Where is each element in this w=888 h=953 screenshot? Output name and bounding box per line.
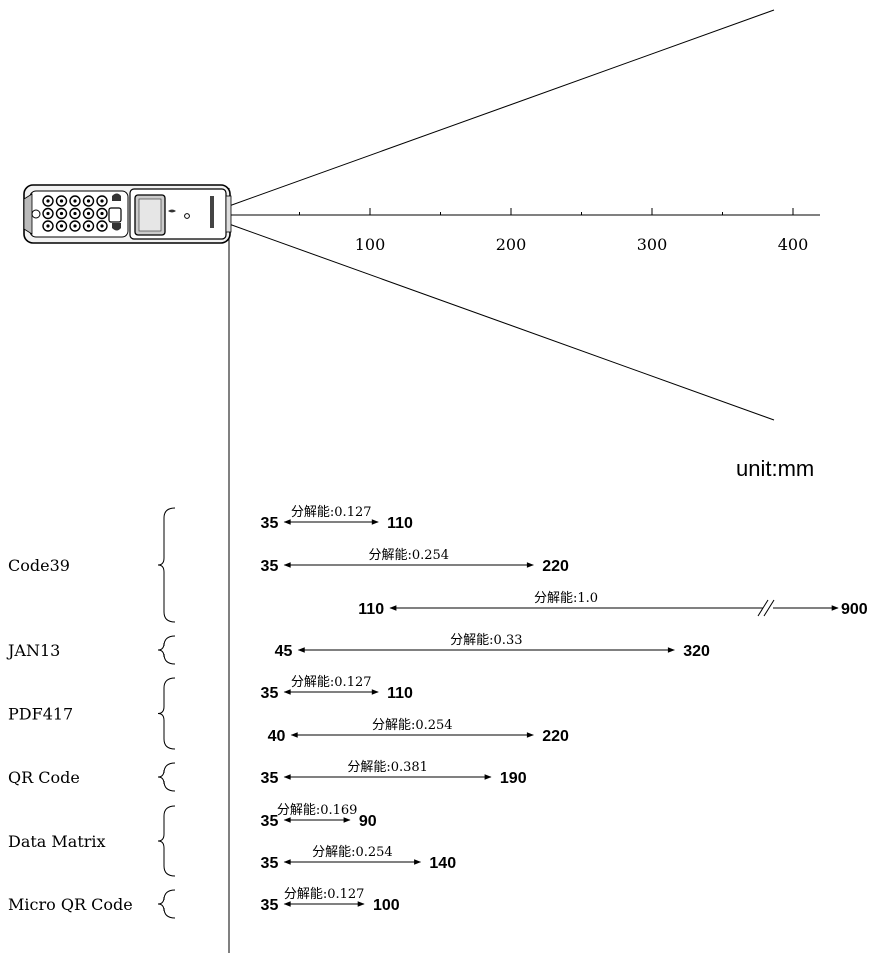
range-min-label: 45: [275, 643, 293, 660]
symbology-name: JAN13: [6, 641, 60, 660]
resolution-label: 分解能:0.254: [312, 845, 393, 860]
symbology-group: QR Code 35 190 分解能:0.381: [8, 760, 527, 792]
range-row: 45 320 分解能:0.33: [275, 633, 710, 660]
resolution-label: 分解能:1.0: [534, 591, 598, 606]
axis-tick-label: 100: [355, 235, 386, 254]
range-row: 110 900 分解能:1.0: [358, 591, 868, 618]
symbology-group: PDF417 35 110 分解能:0.127 40 220 分解能:0.254: [8, 675, 569, 750]
resolution-label: 分解能:0.254: [372, 718, 453, 733]
resolution-label: 分解能:0.169: [277, 803, 358, 818]
group-bracket: [157, 805, 176, 877]
scan-cone: [228, 9, 775, 421]
range-max-label: 900: [841, 601, 868, 618]
range-row: 35 110 分解能:0.127: [261, 505, 413, 532]
range-max-label: 220: [542, 558, 569, 575]
resolution-label: 分解能:0.127: [284, 887, 365, 902]
axis-tick-label: 300: [637, 235, 668, 254]
resolution-label: 分解能:0.381: [347, 760, 428, 775]
scanner-terminal-icon: [23, 184, 232, 244]
group-bracket: [157, 762, 176, 792]
range-min-label: 35: [261, 855, 279, 872]
symbology-group: JAN13 45 320 分解能:0.33: [6, 633, 710, 665]
range-min-label: 35: [261, 897, 279, 914]
axis-break-mark: [763, 599, 775, 617]
symbology-name: Data Matrix: [8, 832, 106, 851]
range-row: 35 110 分解能:0.127: [261, 675, 413, 702]
range-min-label: 35: [261, 558, 279, 575]
axis-tick-label: 200: [496, 235, 527, 254]
symbology-group: Micro QR Code 35 100 分解能:0.127: [8, 887, 400, 919]
range-min-label: 35: [261, 685, 279, 702]
unit-label: unit:mm: [736, 456, 814, 481]
range-max-label: 190: [500, 770, 527, 787]
range-min-label: 110: [358, 601, 384, 618]
resolution-label: 分解能:0.127: [291, 675, 372, 690]
range-max-label: 110: [387, 515, 413, 532]
resolution-label: 分解能:0.254: [368, 548, 449, 563]
group-bracket: [157, 677, 176, 750]
cone-lower-edge: [228, 223, 775, 421]
group-bracket: [157, 635, 176, 665]
axis-break-mark: [757, 599, 769, 617]
axis-tick-label: 400: [778, 235, 809, 254]
distance-axis: 100 200 300 400: [229, 208, 820, 254]
range-min-label: 40: [268, 728, 286, 745]
symbology-ranges: Code39 35 110 分解能:0.127 35 220 分解能:0.254 110 900…: [6, 505, 868, 919]
range-row: 40 220 分解能:0.254: [268, 718, 569, 745]
group-bracket: [157, 507, 176, 623]
range-min-label: 35: [261, 813, 279, 830]
range-row: 35 140 分解能:0.254: [261, 845, 457, 872]
range-row: 35 220 分解能:0.254: [261, 548, 569, 575]
cone-upper-edge: [228, 9, 775, 207]
range-min-label: 35: [261, 770, 279, 787]
symbology-name: Code39: [8, 556, 70, 575]
symbology-group: Code39 35 110 分解能:0.127 35 220 分解能:0.254 110 900…: [8, 505, 868, 623]
range-max-label: 140: [429, 855, 456, 872]
range-min-label: 35: [261, 515, 279, 532]
range-max-label: 110: [387, 685, 413, 702]
range-max-label: 220: [542, 728, 569, 745]
resolution-label: 分解能:0.127: [291, 505, 372, 520]
symbology-name: QR Code: [8, 768, 80, 787]
resolution-label: 分解能:0.33: [450, 633, 522, 648]
group-bracket: [157, 889, 176, 919]
range-max-label: 90: [359, 813, 377, 830]
symbology-name: Micro QR Code: [8, 895, 133, 914]
keypad: [42, 195, 108, 232]
range-row: 35 100 分解能:0.127: [261, 887, 400, 914]
range-row: 35 190 分解能:0.381: [261, 760, 527, 787]
range-max-label: 320: [683, 643, 710, 660]
symbology-name: PDF417: [8, 705, 73, 724]
range-max-label: 100: [373, 897, 400, 914]
